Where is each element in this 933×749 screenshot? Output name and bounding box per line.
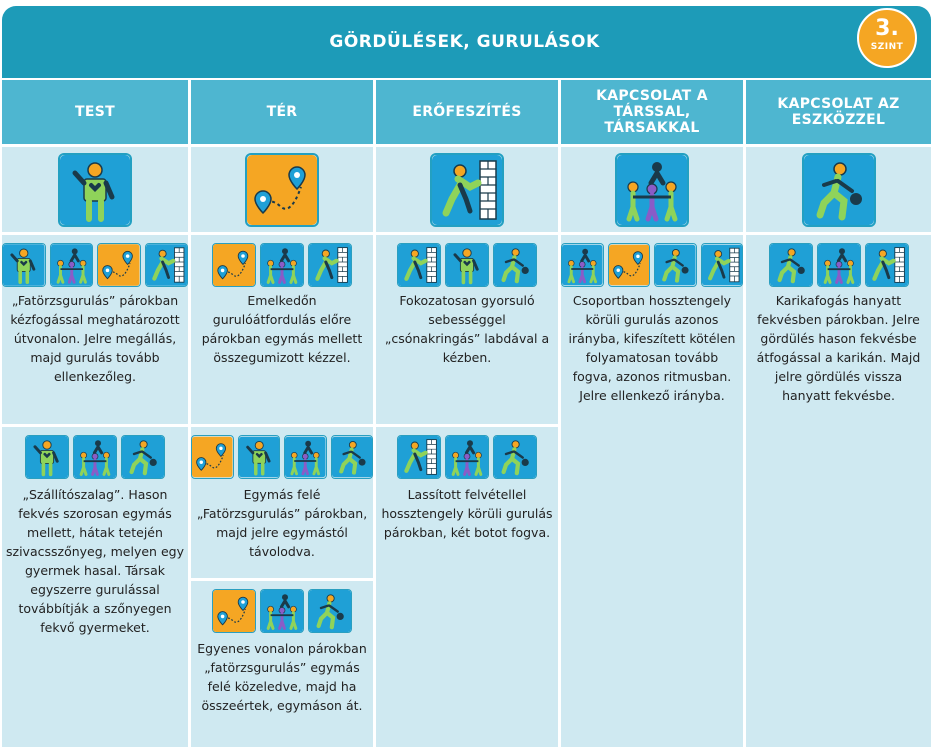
page-title: GÖRDÜLÉSEK, GURULÁSOK: [329, 32, 600, 52]
person-ball-icon: [308, 589, 352, 633]
level-badge: 3. SZINT: [857, 8, 917, 68]
location-path-icon: [212, 589, 256, 633]
group-people-icon: [445, 435, 489, 479]
icon-cell-test: [2, 147, 188, 232]
person-ball-icon: [654, 243, 697, 287]
location-path-icon: [191, 435, 234, 479]
exercise-text: Fokozatosan gyorsuló sebességgel „csónak…: [384, 293, 550, 365]
exercise-text: „Fatörzsgurulás” párokban kézfogással me…: [10, 293, 180, 384]
exercise-cell: „Szállítószalag”. Hason fekvés szorosan …: [2, 427, 188, 747]
exercise-cell: Karikafogás hanyatt fekvésben párokban. …: [746, 235, 931, 747]
exercise-text: Lassított felvétellel hossztengely körül…: [381, 487, 553, 540]
exercise-text: Csoportban hossztengely körüli gurulás a…: [568, 293, 736, 403]
person-ball-icon: [330, 435, 373, 479]
group-people-icon: [816, 243, 861, 287]
push-wall-icon: [397, 435, 441, 479]
person-ball-icon: [801, 152, 876, 227]
person-body-icon: [2, 243, 46, 287]
location-path-icon: [212, 243, 256, 287]
level-label: SZINT: [870, 42, 904, 52]
title-banner: [2, 6, 931, 78]
column-header-partners: KAPCSOLAT A TÁRSSAL, TÁRSAKKAL: [561, 80, 743, 144]
exercise-cell: Emelkedőn gurulóátfordulás előre párokba…: [191, 235, 373, 424]
group-people-icon: [73, 435, 117, 479]
exercise-cell: Fokozatosan gyorsuló sebességgel „csónak…: [376, 235, 558, 424]
person-body-icon: [58, 152, 132, 227]
location-path-icon: [607, 243, 650, 287]
exercise-cell: „Fatörzsgurulás” párokban kézfogással me…: [2, 235, 188, 424]
group-people-icon: [615, 152, 689, 227]
location-path-icon: [97, 243, 141, 287]
push-wall-icon: [864, 243, 909, 287]
column-header-tools: KAPCSOLAT AZ ESZKÖZZEL: [746, 80, 931, 144]
exercise-text: Egyenes vonalon párokban „fatörzsgurulás…: [197, 641, 367, 713]
icon-cell-effort: [376, 147, 558, 232]
person-ball-icon: [768, 243, 813, 287]
exercise-text: Karikafogás hanyatt fekvésben párokban. …: [756, 293, 921, 403]
icon-cell-partners: [561, 147, 743, 232]
person-body-icon: [25, 435, 69, 479]
column-header-space: TÉR: [191, 80, 373, 144]
exercise-text: Egymás felé „Fatörzsgurulás” párokban, m…: [196, 487, 368, 559]
exercise-text: „Szállítószalag”. Hason fekvés szorosan …: [6, 487, 184, 635]
person-body-icon: [237, 435, 280, 479]
person-ball-icon: [493, 435, 537, 479]
exercise-cell: Egymás felé „Fatörzsgurulás” párokban, m…: [191, 427, 373, 578]
push-wall-icon: [700, 243, 743, 287]
column-header-effort: ERŐFESZÍTÉS: [376, 80, 558, 144]
icon-cell-space: [191, 147, 373, 232]
push-wall-icon: [430, 152, 504, 227]
group-people-icon: [260, 589, 304, 633]
location-path-icon: [245, 152, 319, 227]
person-body-icon: [445, 243, 489, 287]
person-ball-icon: [121, 435, 165, 479]
group-people-icon: [561, 243, 604, 287]
push-wall-icon: [144, 243, 188, 287]
exercise-cell: Csoportban hossztengely körüli gurulás a…: [561, 235, 743, 747]
push-wall-icon: [308, 243, 352, 287]
group-people-icon: [260, 243, 304, 287]
person-ball-icon: [493, 243, 537, 287]
exercise-text: Emelkedőn gurulóátfordulás előre párokba…: [201, 293, 363, 365]
group-people-icon: [284, 435, 327, 479]
icon-cell-tools: [746, 147, 931, 232]
push-wall-icon: [397, 243, 441, 287]
group-people-icon: [49, 243, 93, 287]
exercise-cell: Lassított felvétellel hossztengely körül…: [376, 427, 558, 747]
exercise-cell: Egyenes vonalon párokban „fatörzsgurulás…: [191, 581, 373, 747]
column-header-test: TEST: [2, 80, 188, 144]
level-number: 3.: [875, 16, 899, 41]
